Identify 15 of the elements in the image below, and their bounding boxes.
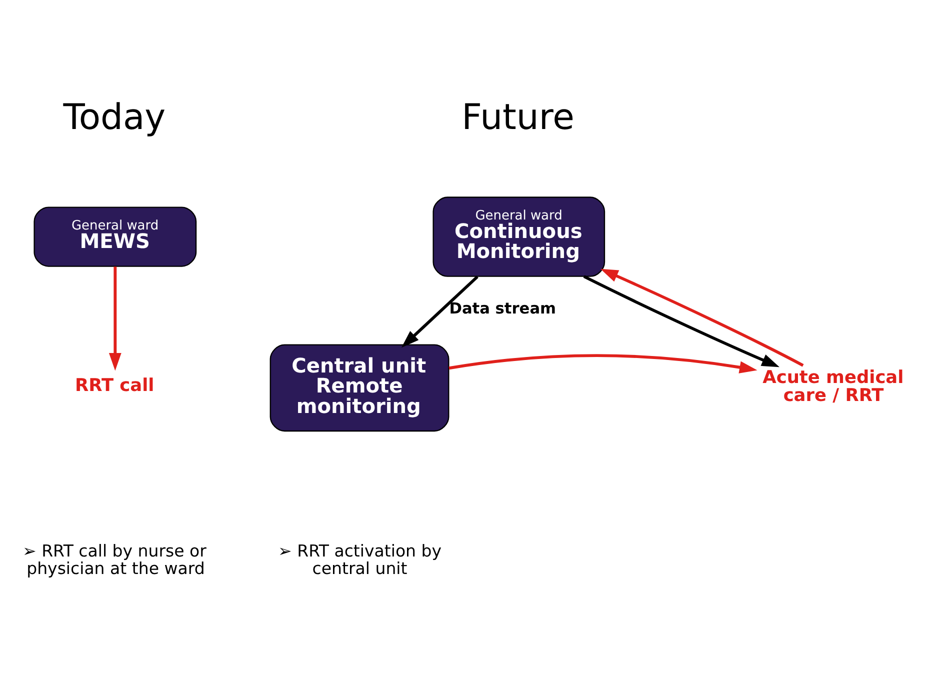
label: Future: [462, 96, 574, 138]
arrow: [108, 266, 122, 371]
label: ➢ RRT activation by central unit: [278, 541, 442, 578]
arrow: [600, 268, 804, 367]
edge-label: Data stream: [449, 299, 556, 318]
arrow: [401, 276, 478, 348]
label: ➢ RRT call by nurse or physician at the ward: [22, 541, 206, 578]
node-text: RRT call: [75, 376, 154, 396]
node-text: Acute medical care / RRT: [762, 368, 904, 406]
node-box: General ward MEWS: [34, 206, 197, 267]
arrow: [583, 275, 780, 368]
node-box: General ward Continuous Monitoring: [432, 196, 606, 277]
label: Today: [63, 96, 166, 138]
arrow: [448, 354, 758, 374]
node-box: Central unit Remote monitoring: [270, 344, 450, 432]
